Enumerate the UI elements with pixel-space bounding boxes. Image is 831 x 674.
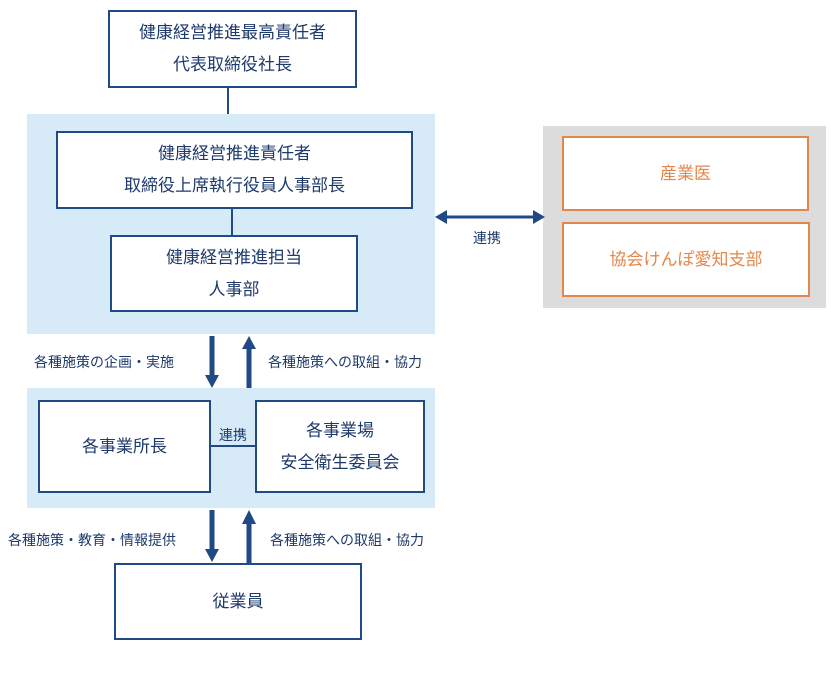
connector-mid [231,209,233,236]
industrial-doctor-box: 産業医 [562,136,809,211]
charge-box: 健康経営推進担当 人事部 [110,235,358,312]
charge-dept: 人事部 [208,279,260,300]
cooperation-label-1: 各種施策への取組・協力 [268,355,422,371]
down-arrow-education [205,510,219,562]
responsible-box: 健康経営推進責任者 取締役上席執行役員人事部長 [56,131,413,209]
office-managers-label: 各事業所長 [82,436,167,457]
employees-label: 従業員 [212,591,264,612]
committee-box: 各事業場 安全衛生委員会 [255,400,425,493]
charge-title: 健康経営推進担当 [166,247,302,268]
workplace-link-label: 連携 [219,428,247,444]
top-officer-box: 健康経営推進最高責任者 代表取締役社長 [108,10,357,88]
external-link-arrow [435,210,545,224]
employees-box: 従業員 [114,563,362,640]
committee-line1: 各事業場 [306,420,374,441]
kenpo-box: 協会けんぽ愛知支部 [562,222,810,297]
top-officer-role: 代表取締役社長 [173,55,292,75]
workplace-link-line [211,445,255,447]
plan-implement-label: 各種施策の企画・実施 [34,355,174,371]
up-arrow-cooperation-2 [242,510,256,563]
down-arrow-plan [205,336,219,388]
industrial-doctor-label: 産業医 [660,163,711,184]
external-link-label: 連携 [473,231,501,247]
committee-line2: 安全衛生委員会 [280,452,400,473]
education-info-label: 各種施策・教育・情報提供 [8,533,176,549]
connector-top [227,88,229,114]
responsible-title: 健康経営推進責任者 [158,144,311,164]
top-officer-title: 健康経営推進最高責任者 [139,23,326,43]
kenpo-label: 協会けんぽ愛知支部 [609,249,763,270]
responsible-role: 取締役上席執行役員人事部長 [124,176,345,196]
cooperation-label-2: 各種施策への取組・協力 [270,533,424,549]
office-managers-box: 各事業所長 [38,400,211,493]
up-arrow-cooperation-1 [242,336,256,388]
